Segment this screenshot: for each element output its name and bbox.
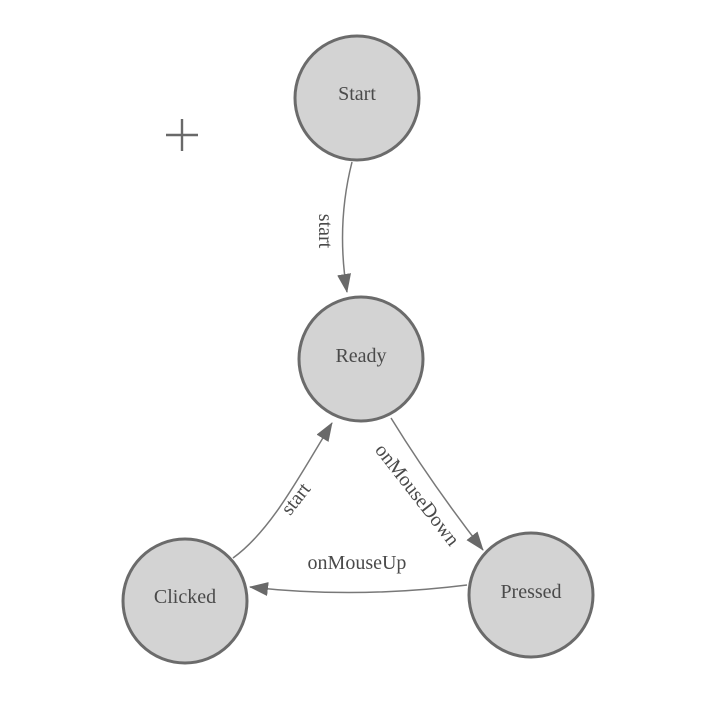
- state-circle[interactable]: [297, 295, 425, 423]
- state-label: Clicked: [154, 586, 216, 608]
- state-node-start[interactable]: Start: [293, 34, 421, 162]
- transition-line[interactable]: [337, 161, 353, 293]
- transition-label: start: [314, 214, 336, 249]
- transition-start-to-ready[interactable]: start: [314, 161, 353, 293]
- state-label: Start: [338, 83, 376, 105]
- state-circle[interactable]: [293, 34, 421, 162]
- transition-label: start: [277, 478, 316, 519]
- transition-pressed-to-clicked[interactable]: onMouseUp: [249, 552, 468, 596]
- transition-label: onMouseDown: [370, 440, 463, 551]
- state-node-pressed[interactable]: Pressed: [467, 531, 595, 659]
- state-circle[interactable]: [467, 531, 595, 659]
- state-label: Pressed: [500, 581, 561, 603]
- state-node-clicked[interactable]: Clicked: [121, 537, 249, 665]
- transition-line[interactable]: [249, 582, 468, 596]
- transition-ready-to-pressed[interactable]: onMouseDown: [370, 417, 484, 551]
- state-label: Ready: [335, 345, 386, 367]
- crosshair-icon: [166, 119, 198, 151]
- state-circle[interactable]: [121, 537, 249, 665]
- transition-line[interactable]: [232, 422, 333, 559]
- state-node-ready[interactable]: Ready: [297, 295, 425, 423]
- transition-clicked-to-ready[interactable]: start: [232, 422, 333, 559]
- transition-line[interactable]: [390, 417, 484, 551]
- transition-label: onMouseUp: [308, 552, 407, 574]
